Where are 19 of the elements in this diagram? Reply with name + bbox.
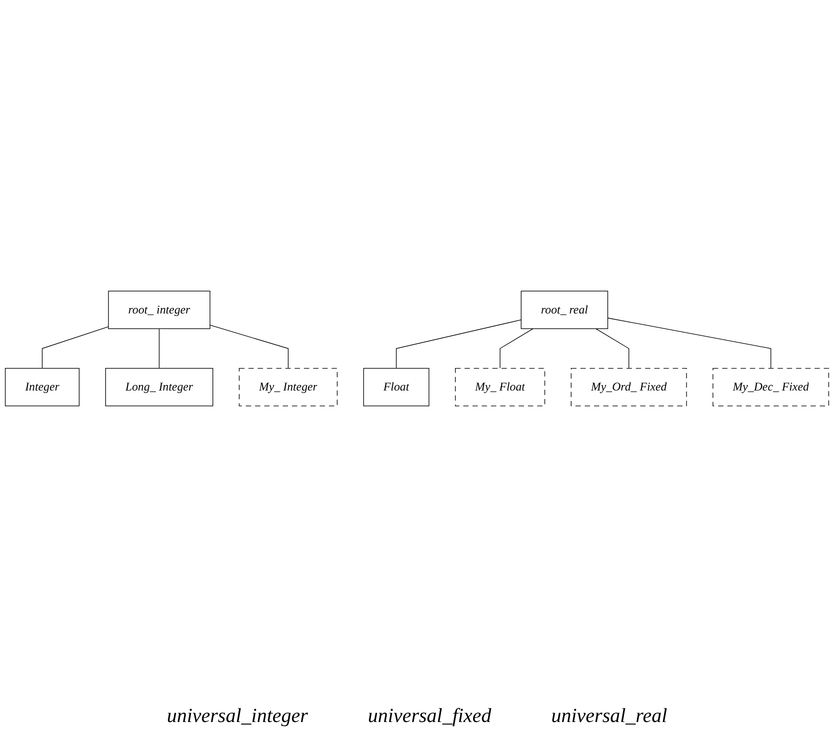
node-box: My_Dec_ Fixed xyxy=(712,368,830,406)
connector xyxy=(500,328,534,369)
connector xyxy=(396,320,522,369)
node-box: My_ Float xyxy=(455,368,546,406)
node-box: Integer xyxy=(4,368,80,406)
node-box: Float xyxy=(363,368,430,406)
connector xyxy=(607,318,772,369)
connector xyxy=(42,326,109,369)
node-box: root_ integer xyxy=(108,290,210,330)
node-box: My_ Integer xyxy=(238,368,338,406)
set-caption: universal_real xyxy=(551,705,668,728)
set-caption: universal_integer xyxy=(166,705,308,728)
connector xyxy=(158,328,160,369)
node-box: My_Ord_ Fixed xyxy=(570,368,687,406)
set-caption: universal_fixed xyxy=(368,705,492,728)
node-box: Long_ Integer xyxy=(105,368,214,406)
node-box: root_ real xyxy=(520,290,608,330)
connector xyxy=(210,324,289,369)
connector xyxy=(596,328,630,369)
